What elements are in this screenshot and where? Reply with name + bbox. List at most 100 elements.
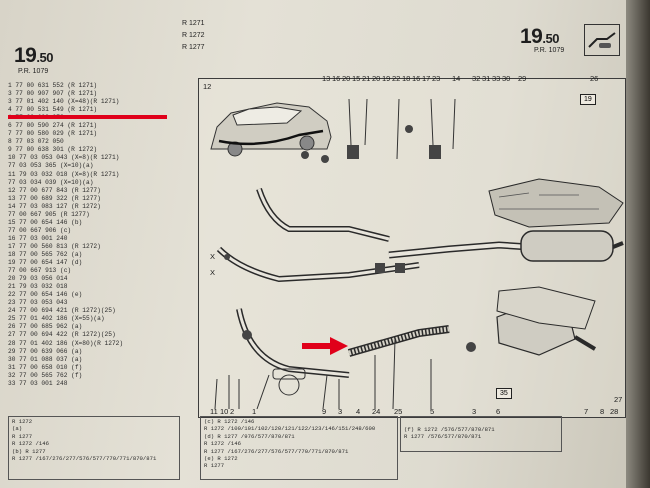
callout-top-16: 30 <box>502 74 511 83</box>
part-ref-row: 9 77 00 638 301 (R 1272) <box>8 146 98 154</box>
callout-top-18: 26 <box>590 74 599 83</box>
part-ref-row: 19 77 00 654 147 (d) <box>8 259 83 267</box>
callout-top-9: 16 <box>412 74 421 83</box>
part-ref-row: 17 77 00 560 813 (R 1272) <box>8 242 101 250</box>
part-ref-row: 6 77 00 590 274 (R 1271) <box>8 122 98 130</box>
model-1271: R 1271 <box>182 20 205 27</box>
part-ref-row: 30 77 01 088 037 (a) <box>8 355 83 363</box>
part-ref-row: 23 77 03 053 043 <box>8 299 68 307</box>
callout-bottom-2: 2 <box>230 407 235 416</box>
footnote-line: R 1277 /576/577/870/871 <box>404 433 482 441</box>
part-ref-row: 20 79 03 056 014 <box>8 275 68 283</box>
part-ref-row: 24 77 00 694 421 (R 1272)(25) <box>8 307 116 315</box>
callout-x1: X <box>210 252 216 261</box>
callout-bottom-0: 11 <box>210 407 218 416</box>
part-ref-row: 3 77 00 907 907 (R 1271) <box>8 90 98 98</box>
part-ref-row: 31 77 00 658 010 (f) <box>8 363 83 371</box>
part-ref-row: 15 77 00 654 146 (b) <box>8 218 83 226</box>
callout-12: 12 <box>203 82 212 91</box>
footnote-line: (f) R 1272 /576/577/870/871 <box>404 426 495 433</box>
part-ref-row: 77 00 667 906 (c) <box>8 226 72 234</box>
part-ref-row: 21 79 03 032 018 <box>8 283 68 291</box>
callout-bottom-14: 28 <box>610 407 619 416</box>
footnote-line: R 1277 /167/276/277/576/577/770/771/870/… <box>204 447 349 455</box>
part-ref-row: 29 77 00 639 066 (a) <box>8 347 83 355</box>
footnote-line: R 1277 <box>12 432 33 440</box>
footnote-line: (c) R 1272 /146 <box>204 418 255 425</box>
section-main: 19 <box>14 44 37 67</box>
footnote-line: R 1272 /146 <box>204 440 241 448</box>
highlight-underline <box>8 115 167 119</box>
callout-top-7: 22 <box>392 74 401 83</box>
part-ref-row: 12 77 00 677 843 (R 1277) <box>8 186 101 194</box>
mounting-rubbers <box>224 125 476 352</box>
callout-top-5: 20 <box>372 74 381 83</box>
model-1272: R 1272 <box>182 32 205 39</box>
callout-top-4: 21 <box>362 74 371 83</box>
part-ref-row: 18 77 00 565 762 (a) <box>8 250 83 258</box>
callout-bottom-6: 4 <box>356 407 361 416</box>
callout-top-10: 17 <box>422 74 431 83</box>
part-ref-row: 11 79 03 032 018 (X=8)(R 1271) <box>8 170 120 178</box>
callout-top-6: 19 <box>382 74 391 83</box>
callout-top-14: 31 <box>482 74 491 83</box>
footnote-line: (a) <box>12 425 23 433</box>
callout-bottom-8: 25 <box>394 407 403 416</box>
callout-top-17: 29 <box>518 74 527 83</box>
callout-top-1: 16 <box>332 74 341 83</box>
part-ref-row: 3 77 01 402 140 (X=48)(R 1271) <box>8 98 120 106</box>
part-ref-row: 1 77 00 631 552 (R 1271) <box>8 82 98 89</box>
page-gutter <box>626 0 650 488</box>
footnote-line: R 1277 <box>204 462 225 470</box>
footnote-box-right <box>400 416 562 452</box>
callout-bottom-12: 7 <box>584 407 589 416</box>
footnote-line: (d) R 1277 /976/577/870/871 <box>204 432 295 440</box>
callout-top-15: 33 <box>492 74 501 83</box>
part-ref-row: 77 00 667 913 (c) <box>8 267 72 275</box>
left-section-number: 19.50 <box>14 44 53 68</box>
part-ref-row: 10 77 03 053 043 (X=8)(R 1271) <box>8 154 120 162</box>
callout-top-13: 32 <box>472 74 481 83</box>
part-ref-row: 22 77 00 654 146 (e) <box>8 291 83 299</box>
footnote-box-left <box>8 416 180 480</box>
part-ref-row: 14 77 03 083 127 (R 1272) <box>8 202 101 210</box>
right-pr-number: P.R. 1079 <box>534 47 565 54</box>
callout-bottom-11: 6 <box>496 407 501 416</box>
exhaust-thumbnail-icon <box>588 32 616 48</box>
section-sub: .50 <box>542 31 559 46</box>
section-sub: .50 <box>36 50 53 65</box>
part-ref-row: 25 77 01 402 186 (X=55)(a) <box>8 315 105 323</box>
part-ref-row: 7 77 00 580 029 (R 1271) <box>8 130 98 138</box>
part-ref-row: 33 77 03 001 248 <box>8 379 68 387</box>
part-ref-row: 16 77 03 001 240 <box>8 234 68 242</box>
tag-19: 19 <box>580 94 596 105</box>
exhaust-diagram-frame <box>198 78 626 418</box>
part-ref-row: 32 77 00 565 762 (f) <box>8 371 83 379</box>
callout-top-11: 23 <box>432 74 441 83</box>
model-1277: R 1277 <box>182 44 205 51</box>
part-ref-row: 8 77 03 072 050 <box>8 138 64 146</box>
footnote-box-mid <box>200 416 398 480</box>
callout-bottom-4: 9 <box>322 407 327 416</box>
callout-bottom-13: 8 <box>600 407 605 416</box>
part-ref-row: 77 00 667 905 (R 1277) <box>8 210 90 218</box>
red-arrow-icon <box>302 337 348 355</box>
callout-bottom-7: 24 <box>372 407 381 416</box>
left-pr-number: P.R. 1079 <box>18 68 49 75</box>
callout-bottom-3: 1 <box>252 407 257 416</box>
callout-bottom-5: 3 <box>338 407 343 416</box>
callout-x2: X <box>210 268 216 277</box>
part-reference-list: 1 77 00 631 552 (R 1271)3 77 00 907 907 … <box>8 82 123 388</box>
right-section-number: 19.50 <box>520 25 559 49</box>
part-ref-row: 27 77 00 694 422 (R 1272)(25) <box>8 331 116 339</box>
callout-bottom-1: 10 <box>220 407 229 416</box>
part-ref-row: 77 03 053 365 (X=10)(a) <box>8 162 94 170</box>
callout-bottom-10: 3 <box>472 407 477 416</box>
tag-35: 35 <box>496 388 512 399</box>
footnote-line: (b) R 1277 <box>12 447 46 455</box>
part-ref-row: 77 03 034 039 (X=10)(a) <box>8 178 94 186</box>
